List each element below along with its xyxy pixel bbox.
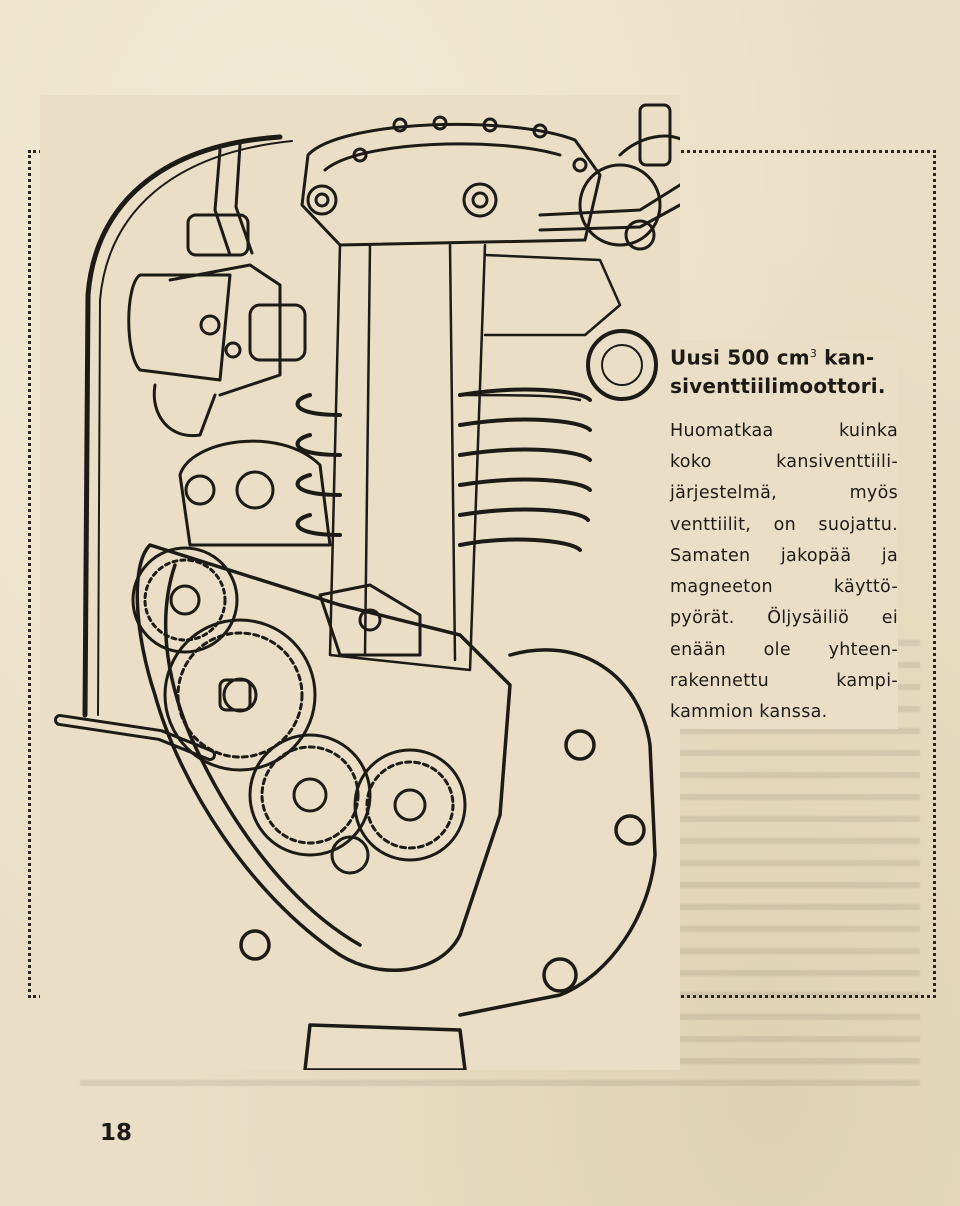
caption-line: Huomatkaa kuinka [670, 420, 898, 441]
caption-line: enään ole yhteen- [670, 639, 898, 660]
caption-line: kammion kanssa. [670, 702, 828, 723]
caption-line: pyörät. Öljysäiliö ei [670, 608, 898, 629]
caption-line: magneeton käyttö- [670, 577, 898, 598]
caption-title-line2: siventtiilimoottori. [670, 373, 886, 398]
caption-block: Uusi 500 cm3 kan- siventtiilimoottori. H… [670, 340, 898, 729]
caption-title: Uusi 500 cm3 kan- siventtiilimoottori. [670, 340, 898, 400]
caption-title-sup: 3 [809, 347, 818, 360]
caption-line: rakennettu kampi- [670, 671, 898, 692]
page-number: 18 [100, 1120, 133, 1146]
engine-illustration-icon [40, 95, 680, 1070]
caption-line: Samaten jakopää ja [670, 545, 898, 566]
caption-body: Huomatkaa kuinka koko kansiventtiili- jä… [670, 416, 898, 729]
caption-title-prefix: Uusi 500 cm [670, 345, 810, 370]
caption-line: venttiilit, on suojattu. [670, 514, 898, 535]
caption-title-suffix: kan- [817, 345, 875, 370]
caption-line: koko kansiventtiili- [670, 451, 898, 472]
caption-line: järjestelmä, myös [670, 483, 898, 504]
